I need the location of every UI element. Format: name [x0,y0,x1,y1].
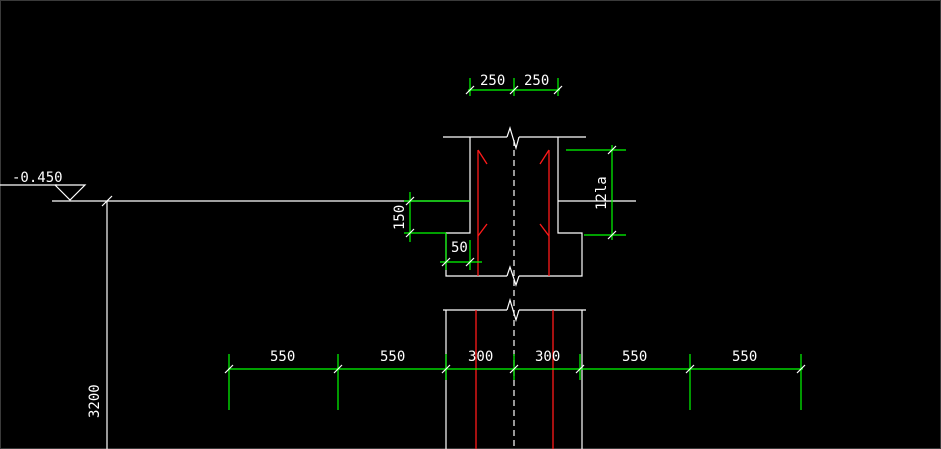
dim-12la-tick-1 [607,145,617,155]
bottom-dimension-chain [224,354,806,410]
bottom-tick-5 [575,364,585,374]
bottom-tick-2 [333,364,343,374]
rebar-hook-ul-top [477,149,488,165]
top-dimension [465,78,563,96]
side-tick [101,195,113,207]
rebar-hook-ur-top [539,149,550,165]
top-dim-right-label: 250 [524,73,549,89]
bottom-tick-7 [796,364,806,374]
top-break-symbol [506,126,520,151]
top-dim-tick-3 [553,85,563,95]
dim-50-tick-2 [465,257,475,267]
dim-12la [566,145,626,240]
dim-150 [404,192,470,242]
dim-12la-tick-2 [607,230,617,240]
bottom-tick-4 [509,364,519,374]
elevation-triangle [54,184,87,201]
elevation-marker [0,184,470,449]
dim-150-tick-1 [405,196,415,206]
dim-50-tick-1 [441,257,451,267]
bottom-dim-label-6: 550 [732,349,757,365]
dim-50 [440,233,482,270]
rebar-hook-ul-bot [477,223,488,237]
dim-12la-label: 12la [594,176,610,210]
bottom-tick-1 [224,364,234,374]
bottom-dim-label-3: 300 [468,349,493,365]
dim-150-tick-2 [405,228,415,238]
top-dim-tick-2 [509,85,519,95]
bottom-dim-label-2: 550 [380,349,405,365]
bottom-dim-label-4: 300 [535,349,560,365]
top-dim-tick-1 [465,85,475,95]
rebar [475,149,554,449]
bottom-tick-3 [441,364,451,374]
side-height-label: 3200 [87,384,103,418]
mid-break-symbol-upper [506,265,520,287]
lower-break-symbol [506,297,520,323]
column-right-outline [519,137,583,277]
dim-50-label: 50 [451,240,468,256]
dim-150-label: 150 [392,205,408,230]
bottom-tick-6 [685,364,695,374]
elevation-label: -0.450 [12,170,63,186]
bottom-dim-label-5: 550 [622,349,647,365]
rebar-hook-ur-bot [539,223,550,237]
bottom-dim-label-1: 550 [270,349,295,365]
top-dim-left-label: 250 [480,73,505,89]
